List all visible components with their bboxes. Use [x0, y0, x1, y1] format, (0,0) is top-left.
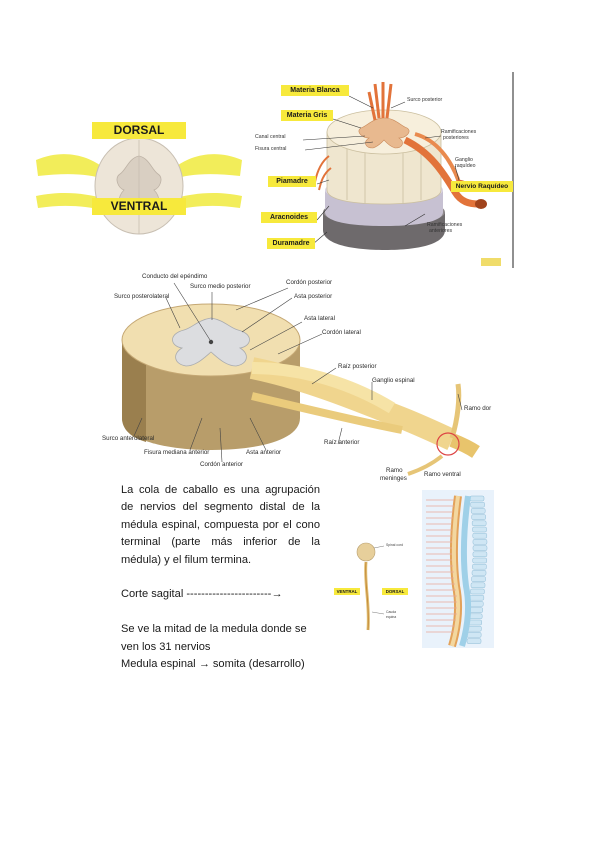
cauda-equina-paragraph: La cola de caballo es una agrupación de …	[121, 484, 320, 566]
ramificaciones-anteriores-label-2: anteriores	[429, 228, 453, 234]
spinal-cord-label: Spinal cord	[386, 543, 403, 547]
vertebra-block	[472, 532, 488, 539]
vertebra-block	[471, 570, 487, 576]
nerves-paragraph: Se ve la mitad de la medula donde se ven…	[121, 623, 307, 653]
ganglio-espinal-label: Ganglio espinal	[372, 377, 415, 384]
fisura-mediana-anterior-label: Fisura mediana anterior	[144, 449, 210, 456]
conducto-ependimo-label: Conducto del epéndimo	[142, 273, 208, 280]
vertebra-block	[470, 588, 485, 595]
figure-meninges: Materia Blanca Materia Gris Canal centra…	[255, 72, 515, 268]
ramo-meninges-label: Ramo	[386, 467, 403, 474]
cordon-anterior-label: Cordón anterior	[200, 461, 243, 468]
surco-medio-posterior-label: Surco medio posterior	[190, 283, 251, 290]
vertebra-block	[472, 563, 487, 570]
asta-posterior-label: Asta posterior	[294, 293, 333, 300]
vertebra-block	[466, 632, 482, 638]
ramificaciones-posteriores-label: Ramificaciones	[441, 129, 477, 135]
ramo-meninges-label-2: meninges	[380, 475, 407, 482]
ramo-dor-label: Ramo dor	[464, 405, 492, 412]
canal-central-label: Canal central	[255, 134, 286, 140]
ramificaciones-anteriores-label: Ramificaciones	[427, 222, 463, 228]
surco-posterior-label: Surco posterior	[407, 97, 443, 103]
vertebra-block	[471, 576, 486, 582]
dorsal-label: DORSAL	[92, 122, 186, 139]
vertebra-block	[472, 539, 488, 545]
somite-line: Medula espinal → somita (desarrollo)	[121, 658, 305, 671]
asta-lateral-label: Asta lateral	[304, 315, 335, 322]
vertebra-block	[472, 557, 487, 564]
surco-posterolateral-label: Surco posterolateral	[114, 293, 170, 300]
cauda-equina-label: Cauda	[386, 610, 396, 614]
vertebra-block	[470, 508, 486, 514]
nervio-raquideo-label: Nervio Raquídeo	[451, 181, 513, 192]
materia-blanca-label: Materia Blanca	[281, 85, 349, 96]
ramificaciones-posteriores-label-2: posteriores	[443, 135, 469, 141]
vertebra-block	[472, 545, 488, 551]
ganglio-raquideo-label: Ganglio	[455, 157, 473, 163]
notes-text: La cola de caballo es una agrupación de …	[121, 482, 320, 673]
vertebra-block	[467, 625, 482, 632]
fisura-central-label: Fisura central	[255, 146, 287, 152]
vertebra-block	[469, 594, 485, 601]
vertebra-block	[472, 551, 488, 558]
figure-sagittal-spine: VENTRAL DORSAL Spinal cord Cauda equina	[330, 486, 494, 652]
figure-spinal-detail: Conducto del epéndimo Surco medio poster…	[102, 268, 502, 486]
ganglio-raquideo-label-2: raquídeo	[455, 163, 476, 169]
raiz-anterior-label: Raíz anterior	[324, 439, 360, 446]
asta-anterior-label: Asta anterior	[246, 449, 282, 456]
aracnoides-label: Aracnoides	[261, 212, 317, 223]
ventral-label: VENTRAL	[92, 198, 186, 215]
figure-dorsal-ventral: DORSAL VENTRAL	[34, 118, 244, 248]
sagittal-cut-line: Corte sagital -----------------------→	[121, 588, 283, 601]
spinal-cord-detail-illustration	[121, 282, 480, 476]
vertebra-block	[472, 526, 487, 533]
sagittal-spine-illustration	[356, 490, 494, 648]
corner-fragment	[481, 258, 501, 266]
spinal-cord-meninges-illustration	[302, 72, 514, 268]
vertebra-block	[466, 638, 482, 644]
vertebra-block	[471, 514, 486, 520]
cordon-lateral-label: Cordón lateral	[322, 329, 361, 336]
dorsal-label-small: DORSAL	[382, 588, 408, 595]
vertebra-block	[469, 495, 485, 502]
cauda-equina-label-2: equina	[386, 615, 397, 619]
cordon-posterior-label: Cordón posterior	[286, 279, 333, 286]
raiz-posterior-label: Raíz posterior	[338, 363, 377, 370]
vertebra-block	[470, 501, 485, 508]
ramo-ventral-label: Ramo ventral	[424, 471, 461, 478]
piamadre-label: Piamadre	[268, 176, 316, 187]
ventral-label-small: VENTRAL	[334, 588, 360, 595]
vertebra-block	[470, 582, 486, 589]
surco-anterolateral-label: Surco anterolateral	[102, 435, 155, 442]
vertebra-block	[468, 601, 484, 607]
vertebra-block	[471, 520, 487, 527]
duramadre-label: Duramadre	[267, 238, 315, 249]
materia-gris-label: Materia Gris	[281, 110, 333, 121]
